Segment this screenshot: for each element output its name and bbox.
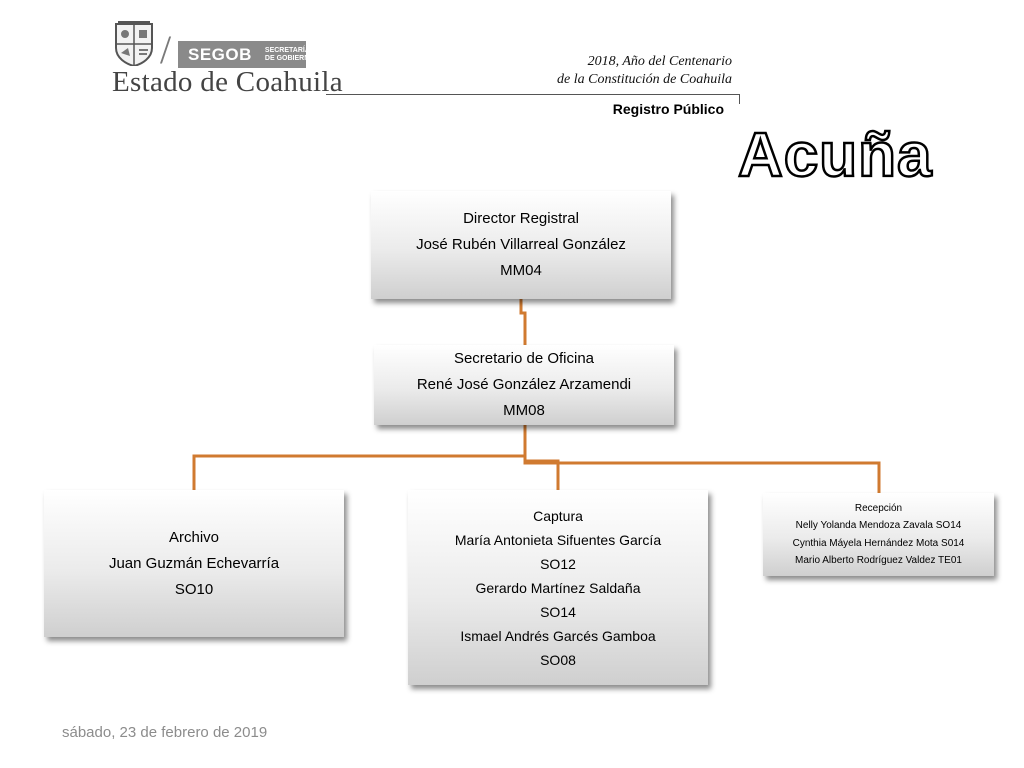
secretario-name: René José González Arzamendi [416,376,632,393]
captura-member-3-name: Ismael Andrés Garcés Gamboa [460,627,656,644]
org-box-archivo: Archivo Juan Guzmán Echevarría SO10 [44,490,344,637]
header-rule-tick [739,94,740,104]
secretario-role: Secretario de Oficina [453,350,595,367]
motto-line-2: de la Constitución de Coahuila [557,72,732,87]
coahuila-seal-icon [115,21,153,66]
recepcion-role: Recepción [854,502,903,514]
motto-line-1: 2018, Año del Centenario [587,54,732,69]
captura-member-1-code: SO12 [540,555,576,572]
director-name: José Rubén Villarreal González [416,236,626,253]
segob-logo-subtitle: SECRETARÍA DE GOBIERNO [265,47,315,63]
director-code: MM04 [500,262,542,279]
state-name: Estado de Coahuila [112,66,343,98]
captura-member-2-code: SO14 [540,603,576,620]
org-box-recepcion: Recepción Nelly Yolanda Mendoza Zavala S… [763,493,994,576]
captura-member-2-name: Gerardo Martínez Saldaña [475,579,641,596]
org-box-captura: Captura María Antonieta Sifuentes García… [408,490,708,685]
recepcion-member-3: Mario Alberto Rodríguez Valdez TE01 [795,555,962,566]
connector-secretario-recepcion [523,456,881,493]
connector-secretario-captura [523,456,560,490]
secretario-code: MM08 [503,402,545,419]
segob-logo-text: SEGOB [188,44,252,64]
archivo-name: Juan Guzmán Echevarría [108,554,280,572]
connector-director-secretario [519,299,527,345]
captura-role: Captura [533,507,583,524]
header-rule [326,94,739,95]
captura-member-3-code: SO08 [540,651,576,668]
archivo-role: Archivo [168,528,220,546]
year-motto: 2018, Año del Centenario de la Constituc… [557,53,732,89]
segob-sub-line-1: SECRETARÍA [264,46,310,54]
archivo-code: SO10 [174,580,214,598]
recepcion-member-2: Cynthia Máyela Hernández Mota S014 [792,537,965,549]
org-box-secretario: Secretario de Oficina René José González… [374,345,674,425]
captura-member-1-name: María Antonieta Sifuentes García [454,531,662,548]
director-role: Director Registral [463,210,579,227]
connector-secretario-archivo [192,425,527,490]
office-title: Acuña [737,120,933,192]
recepcion-member-1: Nelly Yolanda Mendoza Zavala SO14 [795,520,962,531]
section-title: Registro Público [612,101,724,117]
segob-sub-line-2: DE GOBIERNO [264,54,315,62]
brand-slash: / [160,27,172,72]
org-box-director: Director Registral José Rubén Villarreal… [371,191,671,299]
segob-logo: SEGOB SECRETARÍA DE GOBIERNO [178,41,315,68]
footer-date: sábado, 23 de febrero de 2019 [62,724,268,741]
